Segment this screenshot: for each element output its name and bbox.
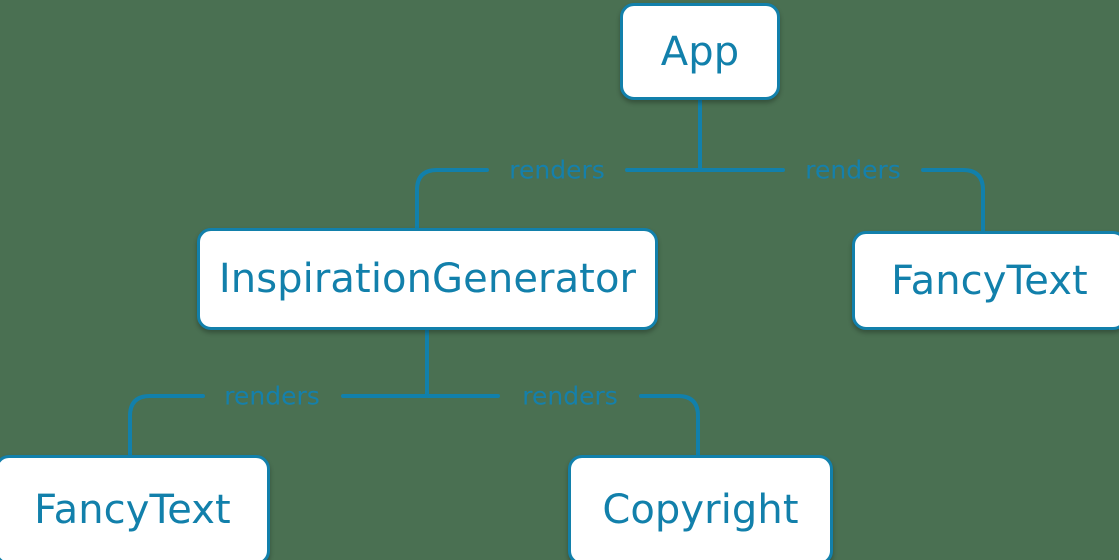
node-fancytext-right-label: FancyText xyxy=(891,257,1088,304)
edge-label-app-to-inspiration-generator: renders xyxy=(509,155,605,185)
edge-label-inspiration-generator-to-fancytext: renders xyxy=(224,381,320,411)
node-copyright-label: Copyright xyxy=(602,487,799,533)
node-copyright[interactable]: Copyright xyxy=(568,455,833,560)
node-fancytext-right[interactable]: FancyText xyxy=(852,231,1119,330)
edge-ig-to-copyright-right xyxy=(639,394,700,457)
node-fancytext-bottom-left-label: FancyText xyxy=(34,487,231,533)
edge-ig-to-fancytext-left xyxy=(128,394,205,457)
node-fancytext-bottom-left[interactable]: FancyText xyxy=(0,455,270,560)
edge-app-to-fancytext-right xyxy=(921,168,985,233)
node-app-label: App xyxy=(660,28,740,75)
edge-app-to-inspiration-right xyxy=(415,168,489,230)
edge-label-app-to-fancytext-right: renders xyxy=(805,155,901,185)
node-app[interactable]: App xyxy=(620,3,780,100)
node-inspiration-generator[interactable]: InspirationGenerator xyxy=(197,228,658,330)
edge-label-inspiration-generator-to-copyright: renders xyxy=(522,381,618,411)
node-inspiration-generator-label: InspirationGenerator xyxy=(218,256,637,302)
